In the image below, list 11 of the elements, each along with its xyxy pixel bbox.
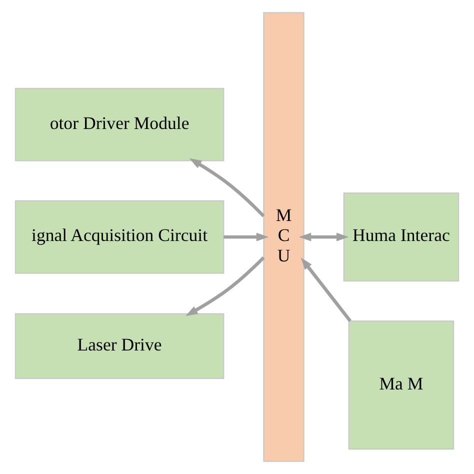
node-box: Ma M [348,320,454,450]
node-box: Laser Drive [14,313,224,379]
arrow [189,158,265,218]
node-box: Huma Interac [343,192,460,282]
arrow [185,256,265,316]
node-box: M C U [263,12,304,462]
node-box: otor Driver Module [14,88,224,162]
node-box: ignal Acquisition Circuit [14,200,224,274]
arrow [300,257,352,322]
arrow [224,232,269,242]
arrow [298,232,349,242]
